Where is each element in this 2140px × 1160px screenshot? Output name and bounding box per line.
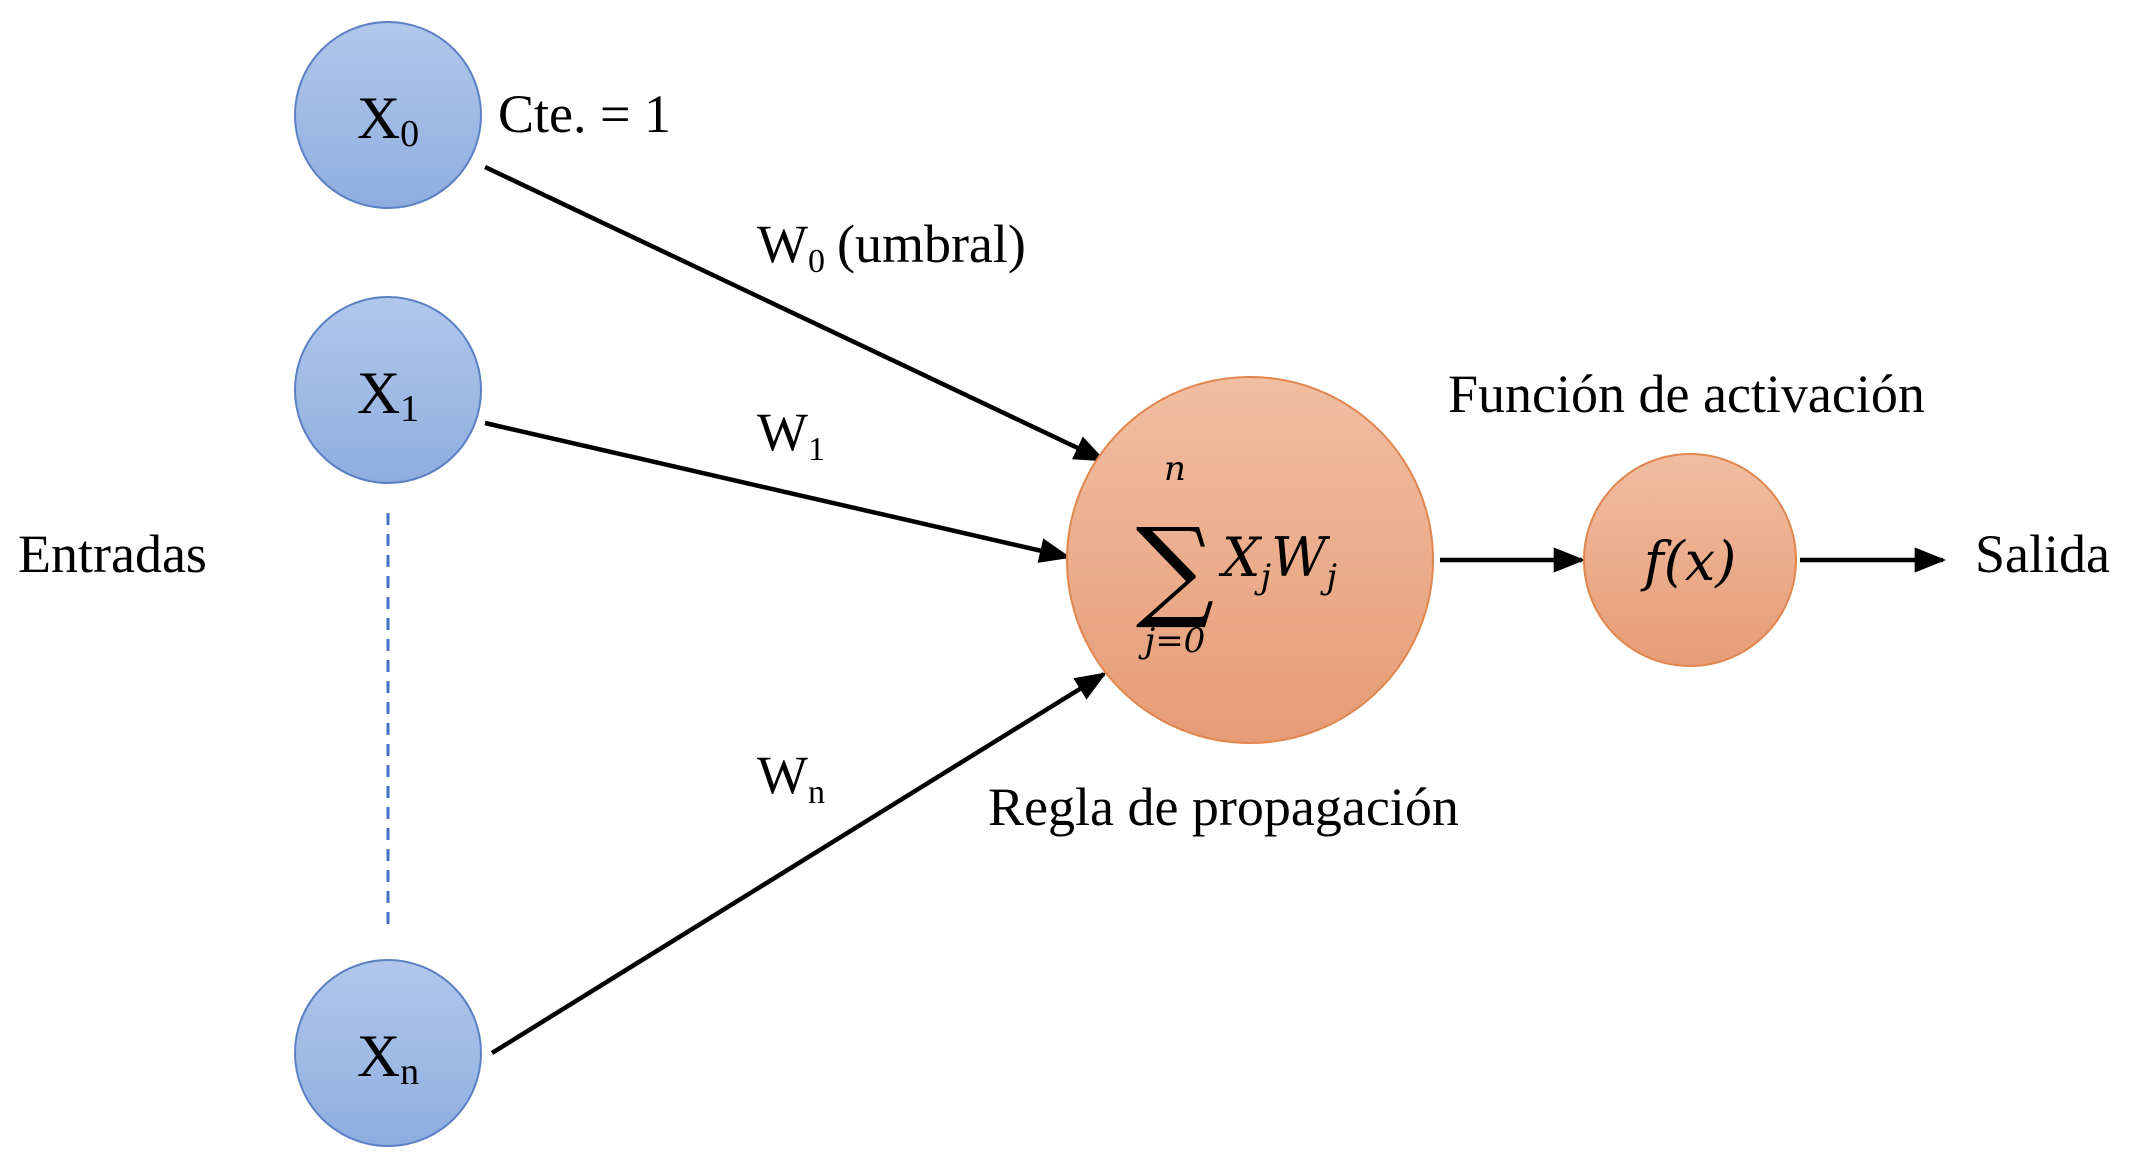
input-node-subscript: 0 (400, 113, 419, 155)
input-node-label: X (357, 85, 400, 151)
summation-upper-limit: n (1164, 449, 1186, 489)
activation-function-label: f(x) (1640, 530, 1737, 593)
weight-label-w1: W1 (757, 402, 825, 468)
weight-symbol: W (757, 402, 808, 462)
input-node-xn: Xn (294, 959, 482, 1147)
output-label: Salida (1975, 524, 2110, 584)
weight-label-wn: Wn (757, 745, 825, 811)
summation-node: n ∑ j=0 XjWj (1066, 376, 1434, 744)
weight-subscript: n (808, 774, 825, 811)
input-node-subscript: 1 (400, 388, 419, 430)
propagation-rule-label: Regla de propagación (988, 777, 1459, 837)
summation-lower-limit: j=0 (1138, 621, 1206, 661)
svg-text:XjWj: XjWj (1218, 526, 1338, 597)
summation-symbol: ∑ (1136, 504, 1215, 632)
input-node-x0: X0 (294, 21, 482, 209)
summation-term-x: X (1218, 526, 1263, 589)
constant-label: Cte. = 1 (498, 84, 671, 144)
svg-text:X0: X0 (357, 85, 419, 155)
weight-symbol: W (757, 745, 808, 805)
activation-node: f(x) (1583, 453, 1797, 667)
arrow-x1-to-sum (484, 420, 1072, 563)
arrow-xn-to-sum (490, 672, 1107, 1055)
inputs-label: Entradas (18, 524, 207, 584)
input-node-label: X (357, 360, 400, 426)
svg-text:Xn: Xn (357, 1023, 419, 1093)
weight-subscript: 1 (808, 431, 825, 468)
input-node-label: X (357, 1023, 400, 1089)
weight-symbol: W (757, 214, 808, 274)
svg-text:X1: X1 (357, 360, 419, 430)
arrow-x0-to-sum (484, 164, 1106, 463)
weight-label-w0: W0 (umbral) (757, 214, 1026, 280)
summation-term-w: W (1271, 526, 1331, 589)
activation-function-title: Función de activación (1448, 364, 1925, 424)
input-node-x1: X1 (294, 296, 482, 484)
weight-threshold-note: (umbral) (837, 214, 1026, 274)
weight-subscript: 0 (808, 243, 825, 280)
input-node-subscript: n (400, 1051, 419, 1093)
